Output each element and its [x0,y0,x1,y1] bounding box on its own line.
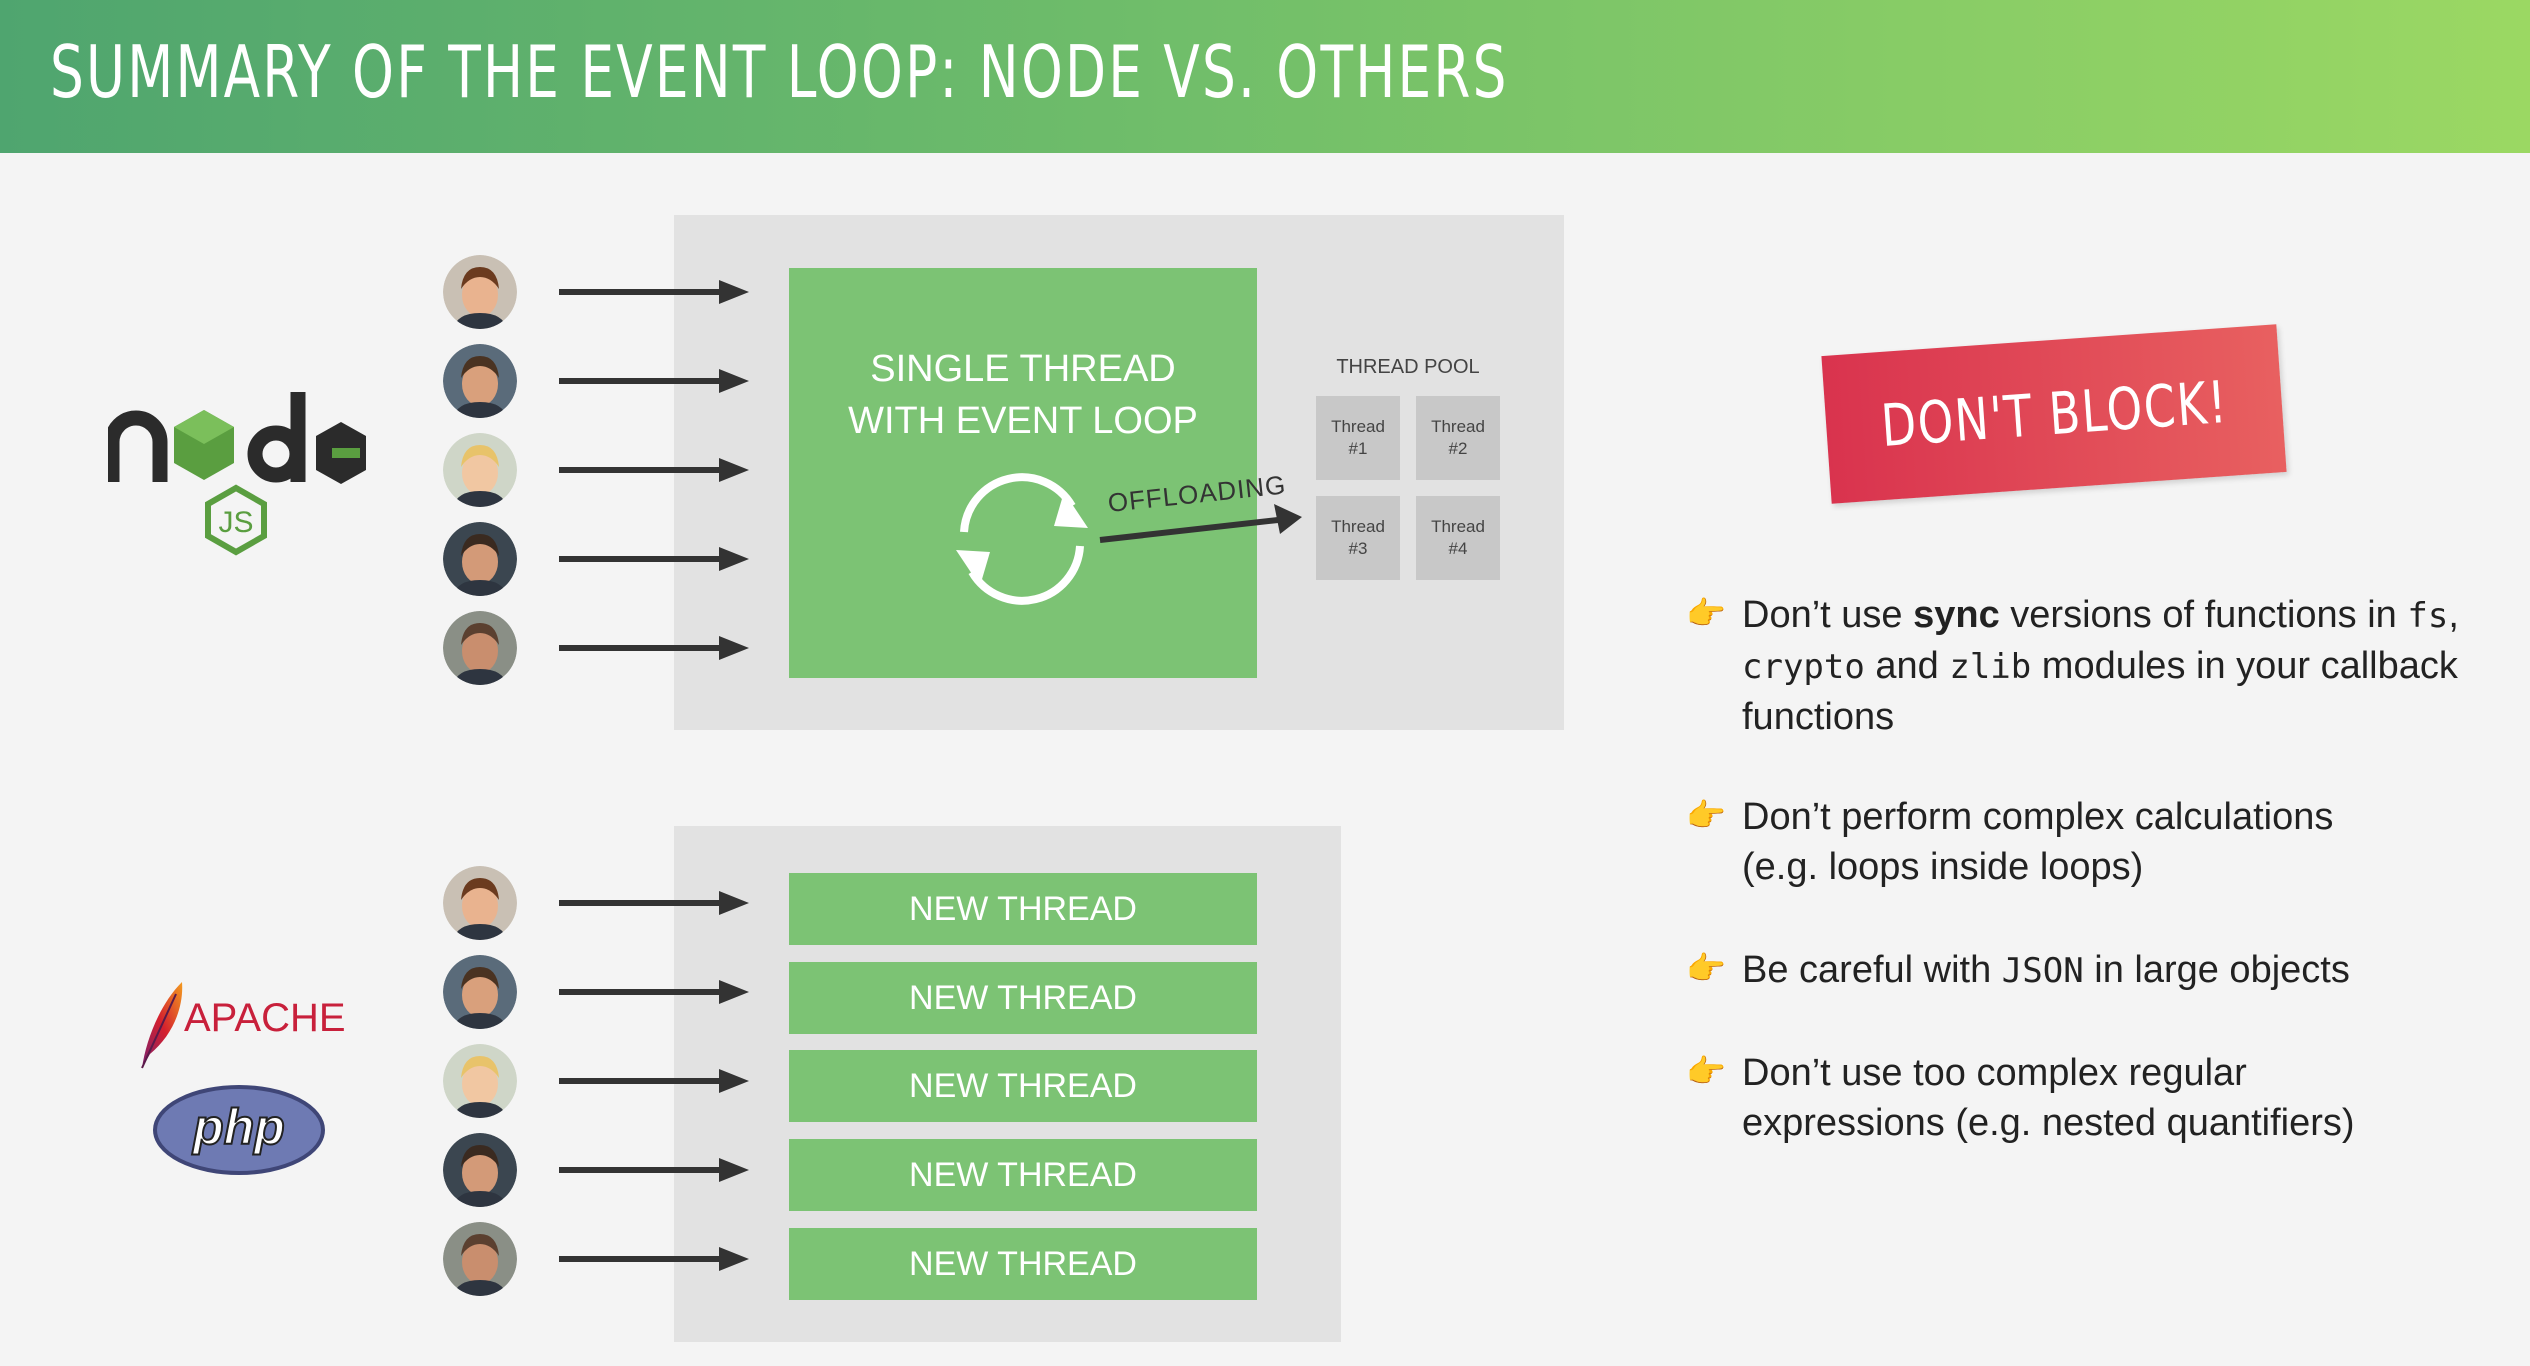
pointing-hand-icon: 👉 [1686,595,1726,631]
other-request-arrow [559,891,749,920]
js-badge-text: JS [218,506,253,539]
single-thread-box: SINGLE THREAD WITH EVENT LOOP [789,268,1257,678]
user-avatar-icon [443,433,517,507]
new-thread-box: NEW THREAD [789,1139,1257,1211]
tip-item: 👉 Don’t use sync versions of functions i… [1686,590,2462,742]
apache-feather-icon [141,982,183,1069]
new-thread-box: NEW THREAD [789,1228,1257,1300]
refresh-cycle-icon [956,473,1088,605]
page-title: SUMMARY OF THE EVENT LOOP: NODE VS. OTHE… [50,30,1509,114]
nodejs-logo: JS [108,392,366,556]
user-avatar-icon [443,1222,517,1296]
user-avatar-icon [443,955,517,1029]
user-avatar-icon [443,522,517,596]
node-request-arrow [559,280,749,309]
tip-text: Don’t perform complex calculations (e.g.… [1742,796,2334,888]
new-thread-box: NEW THREAD [789,1050,1257,1122]
node-request-arrow [559,547,749,576]
header-bar: SUMMARY OF THE EVENT LOOP: NODE VS. OTHE… [0,0,2530,153]
php-logo: php [153,1085,325,1175]
thread-pool-cell: Thread #4 [1416,496,1500,580]
pointing-hand-icon: 👉 [1686,950,1726,986]
tip-text: Don’t use too complex regular expression… [1742,1052,2355,1144]
php-text: php [191,1099,285,1155]
offloading-arrow [1099,504,1302,543]
user-avatar-icon [443,255,517,329]
dont-block-callout: DON'T BLOCK! [1821,324,2287,504]
node-request-arrow [559,369,749,398]
thread-pool-title: THREAD POOL [1336,356,1480,378]
new-thread-box: NEW THREAD [789,962,1257,1034]
tip-text: Don’t use sync versions of functions in … [1742,594,2459,738]
thread-pool-cell: Thread #3 [1316,496,1400,580]
node-request-arrow [559,636,749,665]
dont-block-label: DON'T BLOCK! [1878,367,2230,461]
apache-label: APACHE [184,996,346,1040]
pointing-hand-icon: 👉 [1686,797,1726,833]
user-avatar-icon [443,344,517,418]
tip-item: 👉 Don’t perform complex calculations (e.… [1686,792,2382,892]
other-request-arrow [559,1247,749,1276]
single-thread-title: SINGLE THREAD WITH EVENT LOOP [848,348,1198,442]
user-avatar-icon [443,611,517,685]
tip-text: Be careful with JSON in large objects [1742,949,2350,991]
user-avatar-icon [443,866,517,940]
other-request-arrow [559,980,749,1009]
user-avatar-icon [443,1044,517,1118]
other-request-arrow [559,1158,749,1187]
tip-item: 👉 Be careful with JSON in large objects [1686,945,2462,996]
tip-item: 👉 Don’t use too complex regular expressi… [1686,1048,2402,1148]
new-thread-box: NEW THREAD [789,873,1257,945]
pointing-hand-icon: 👉 [1686,1053,1726,1089]
thread-pool-cell: Thread #1 [1316,396,1400,480]
user-avatar-icon [443,1133,517,1207]
node-request-arrow [559,458,749,487]
thread-pool-cell: Thread #2 [1416,396,1500,480]
other-request-arrow [559,1069,749,1098]
